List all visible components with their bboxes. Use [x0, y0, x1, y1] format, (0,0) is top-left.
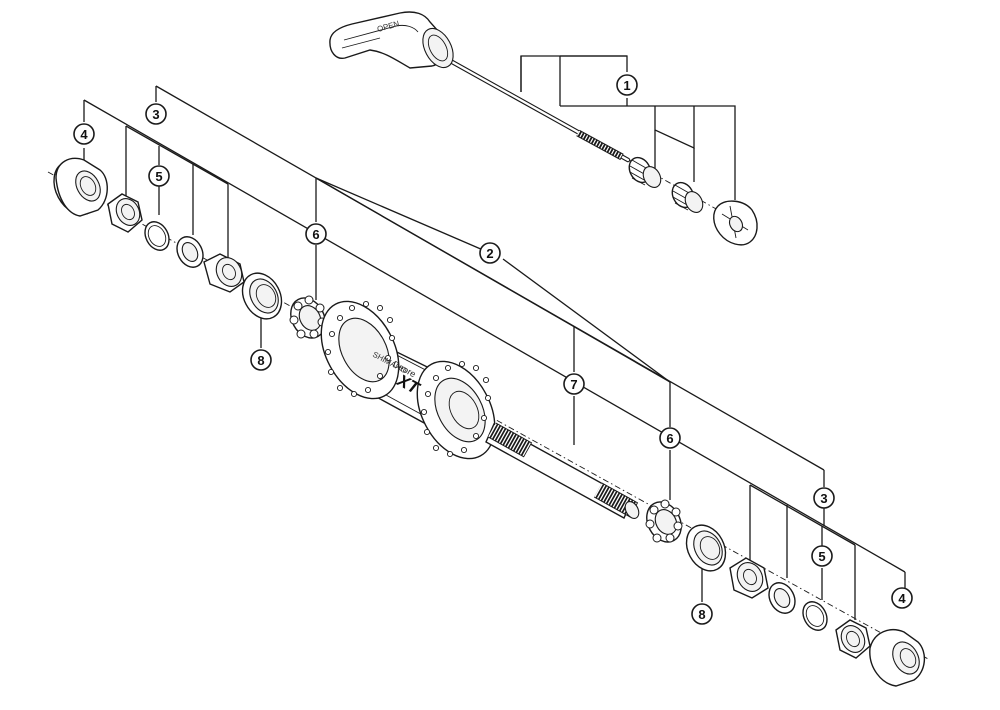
right-seal — [685, 524, 727, 572]
callout-2: 2 — [479, 242, 501, 264]
skewer-spring-2 — [671, 181, 704, 213]
hub-axle — [485, 422, 640, 519]
hub-body: SHIMANO Deore XT — [320, 300, 496, 460]
right-washer-1 — [768, 582, 796, 614]
skewer-spring-1 — [628, 156, 662, 188]
callout-6-right: 6 — [659, 427, 681, 449]
svg-text:7: 7 — [570, 377, 577, 392]
right-bearing-retainer — [645, 499, 683, 543]
callout-3-right: 3 — [813, 487, 835, 509]
svg-text:1: 1 — [623, 78, 630, 93]
svg-text:4: 4 — [80, 127, 88, 142]
left-bearing-retainer — [289, 295, 327, 339]
skewer-thread — [576, 129, 624, 161]
axle-centerline — [47, 47, 931, 661]
lever-arm: OPEN — [329, 11, 448, 69]
callout-7: 7 — [563, 373, 585, 395]
svg-text:3: 3 — [152, 107, 159, 122]
left-seal — [241, 272, 283, 320]
left-lock-nut — [107, 193, 143, 233]
svg-text:8: 8 — [698, 607, 705, 622]
svg-text:5: 5 — [818, 549, 825, 564]
right-cone — [729, 557, 769, 599]
right-lock-nut — [835, 619, 871, 659]
left-washer-1 — [144, 221, 170, 251]
lever-cam — [422, 27, 454, 69]
axle-thread-left — [487, 422, 533, 458]
left-cone — [203, 253, 245, 293]
callout-1: 1 — [616, 74, 638, 96]
left-dust-cap — [53, 157, 108, 217]
svg-text:2: 2 — [486, 246, 493, 261]
callout-4-right: 4 — [891, 587, 913, 609]
quick-release-skewer: OPEN — [329, 11, 758, 246]
callout-5-right: 5 — [811, 545, 833, 567]
callout-5-left: 5 — [148, 165, 170, 187]
right-washer-2 — [802, 601, 828, 631]
svg-text:5: 5 — [155, 169, 162, 184]
callout-3-left: 3 — [145, 103, 167, 125]
svg-text:4: 4 — [898, 591, 906, 606]
right-dust-cap — [869, 629, 925, 687]
callout-4-left: 4 — [73, 123, 95, 145]
svg-text:6: 6 — [666, 431, 673, 446]
svg-text:6: 6 — [312, 227, 319, 242]
leader-lines — [83, 55, 906, 620]
callout-6-left: 6 — [305, 223, 327, 245]
hub-right-flange — [416, 360, 496, 460]
skewer-adjusting-nut — [713, 200, 758, 246]
callout-8-left: 8 — [250, 349, 272, 371]
callout-8-right: 8 — [691, 603, 713, 625]
svg-text:8: 8 — [257, 353, 264, 368]
hub-left-flange — [320, 300, 400, 400]
svg-text:3: 3 — [820, 491, 827, 506]
left-washer-2 — [176, 236, 204, 268]
